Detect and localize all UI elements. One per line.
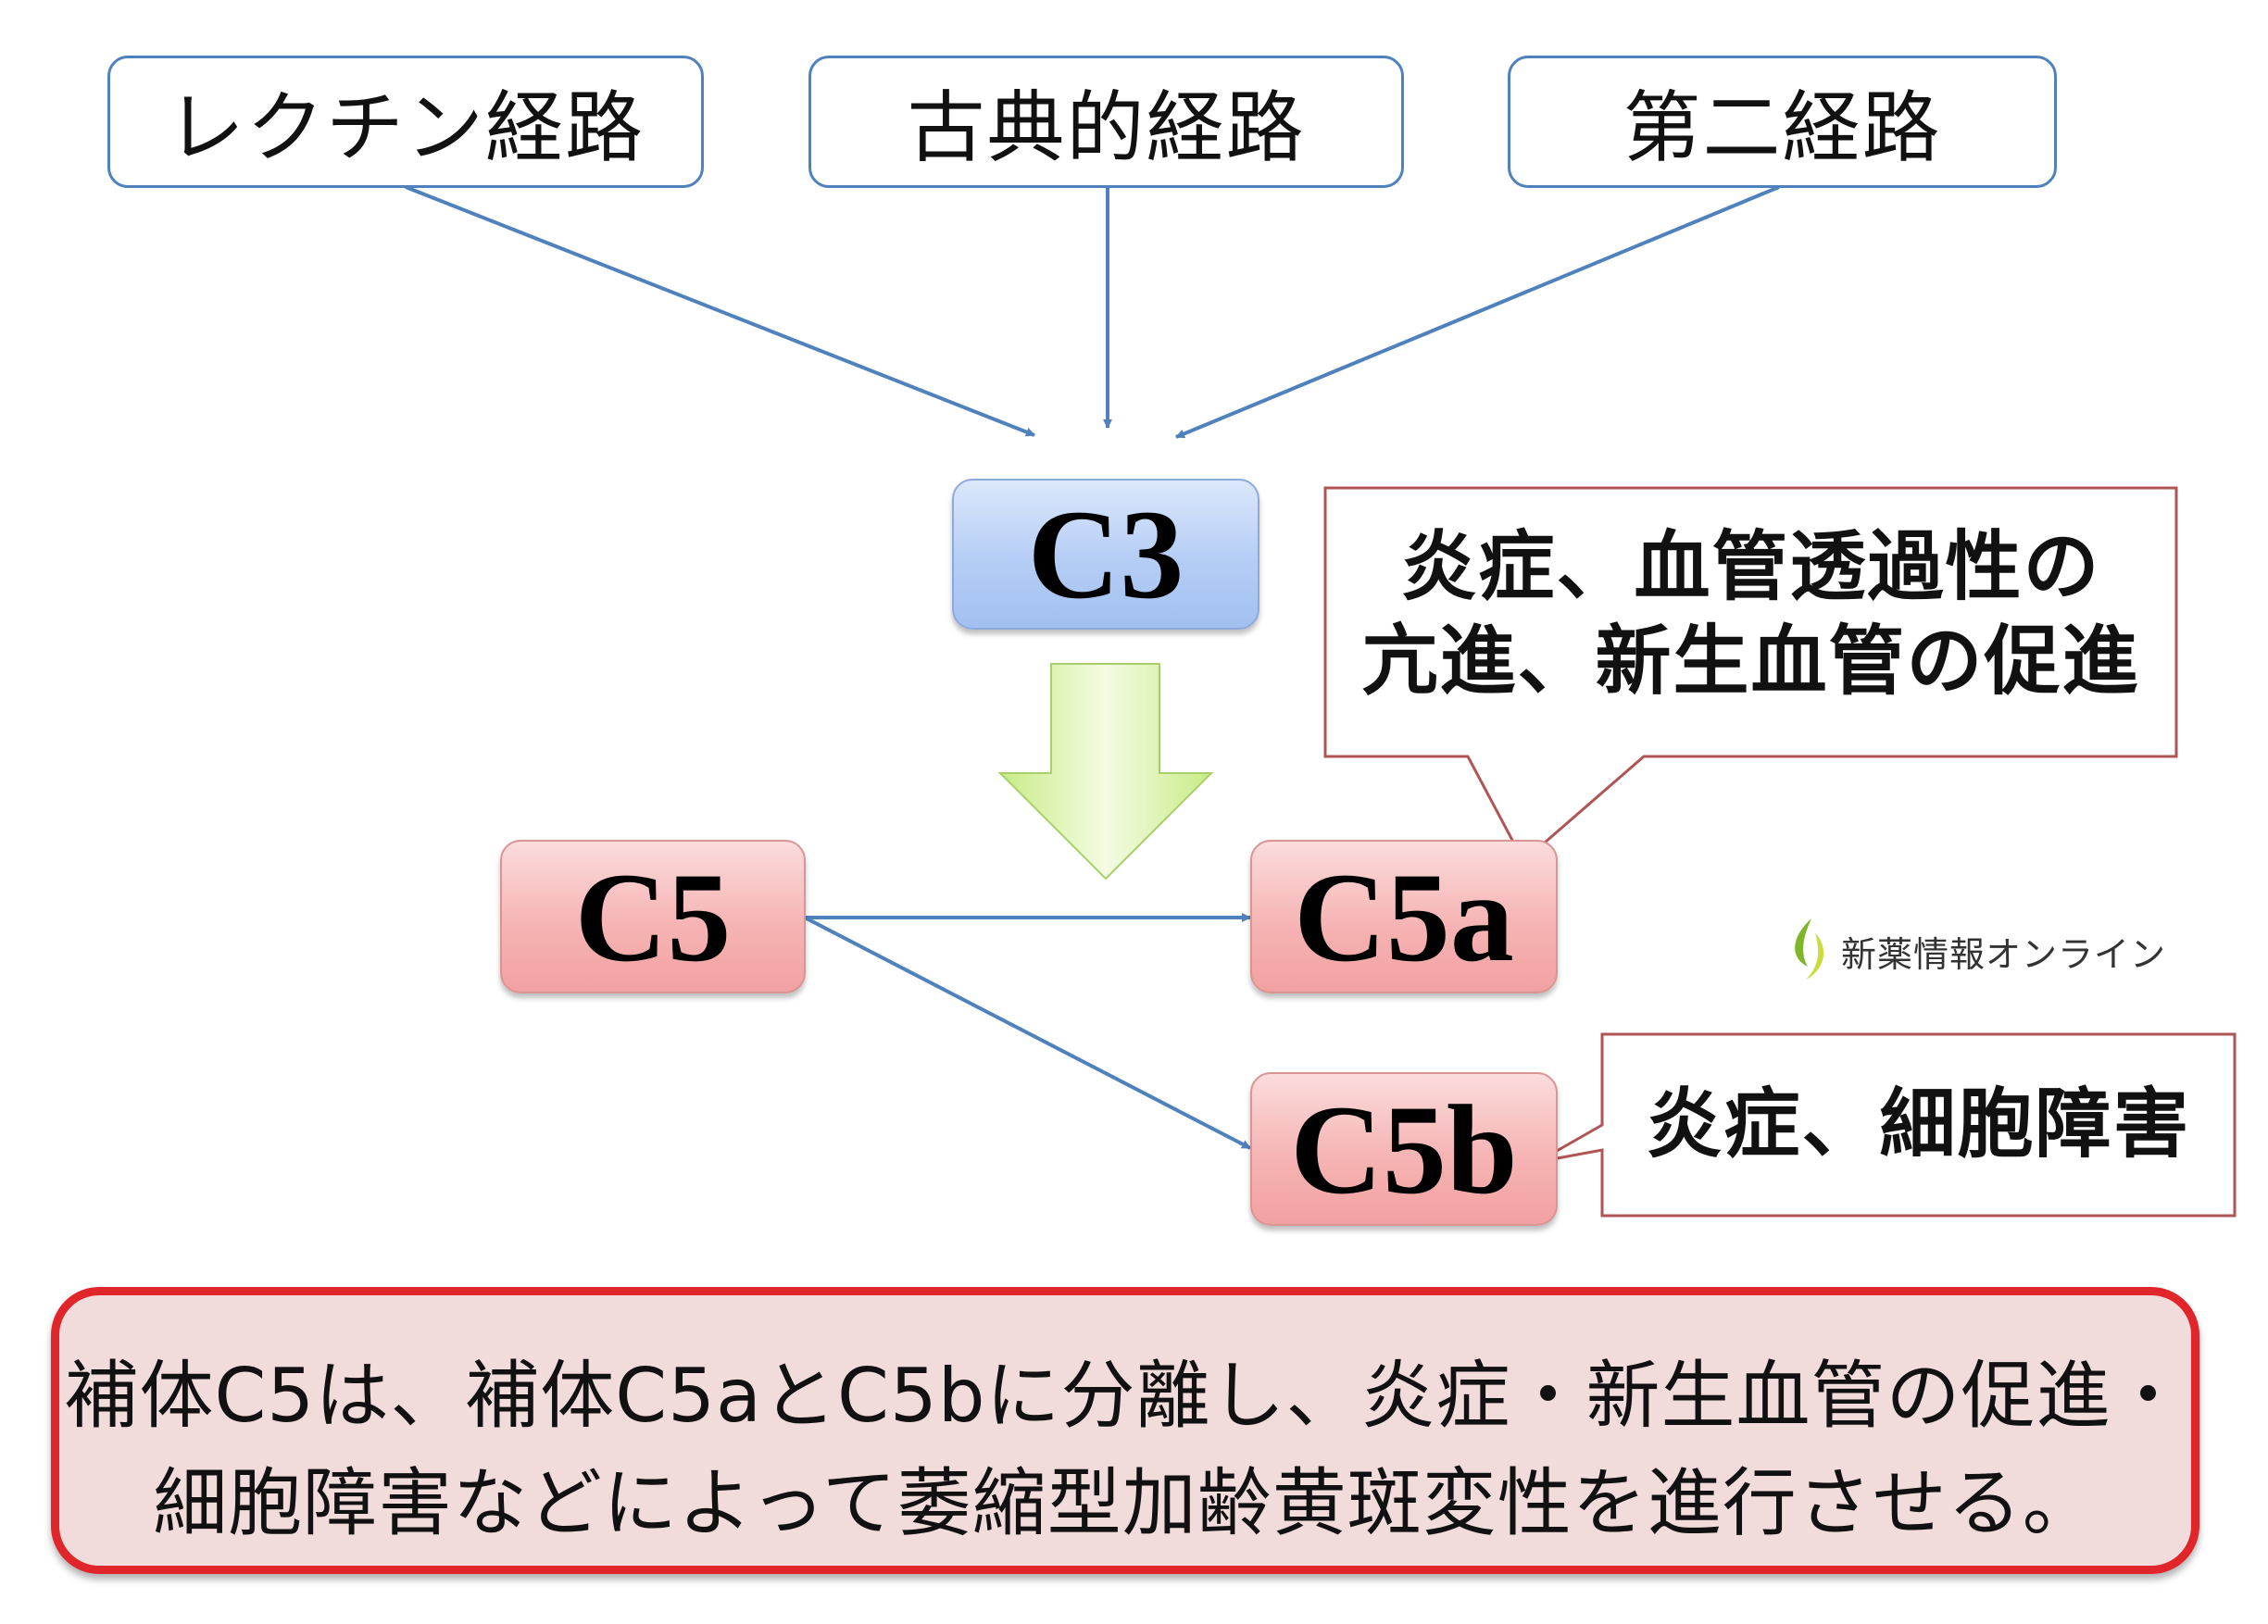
callout-c5b-line: 炎症、細胞障害 bbox=[1646, 1081, 2191, 1168]
node-c5a-label: C5a bbox=[1294, 845, 1514, 988]
arrow-c5-to-c5b bbox=[804, 916, 1251, 1150]
node-c5-label: C5 bbox=[574, 845, 732, 988]
node-c3: C3 bbox=[952, 479, 1259, 630]
summary-line-2: 細胞障害などによって萎縮型加齢黄斑変性を進行させる。 bbox=[153, 1460, 2098, 1546]
big-down-arrow bbox=[997, 663, 1214, 881]
callout-c5a: 炎症、血管透過性の 亢進、新生血管の促進 bbox=[1325, 520, 2176, 708]
node-c5a: C5a bbox=[1250, 840, 1558, 993]
node-c3-label: C3 bbox=[1027, 483, 1184, 625]
node-c5: C5 bbox=[500, 840, 806, 993]
arrow-lectin-to-c3 bbox=[405, 185, 1035, 437]
node-c5b-label: C5b bbox=[1290, 1078, 1518, 1220]
callout-c5a-shape bbox=[1323, 486, 2178, 864]
pathway-alternative-label: 第二経路 bbox=[1623, 82, 1942, 173]
pathway-classical: 古典的経路 bbox=[808, 56, 1404, 188]
leaf-icon bbox=[1795, 918, 1824, 980]
callout-c5b: 炎症、細胞障害 bbox=[1602, 1078, 2235, 1172]
callout-c5a-line-2: 亢進、新生血管の促進 bbox=[1361, 617, 2140, 706]
pathway-lectin-label: レクチン経路 bbox=[166, 82, 645, 173]
site-logo-text: 新薬情報オンライン bbox=[1841, 934, 2167, 975]
summary-line-1: 補体C5は、補体C5aとC5bに分離し、炎症・新生血管の促進・ bbox=[64, 1353, 2187, 1439]
pathway-classical-label: 古典的経路 bbox=[907, 82, 1306, 173]
arrow-alternative-to-c3 bbox=[1175, 185, 1780, 439]
pathway-lectin: レクチン経路 bbox=[107, 56, 704, 188]
callout-c5a-line-1: 炎症、血管透過性の bbox=[1400, 523, 2101, 611]
site-logo: 新薬情報オンライン bbox=[1787, 917, 2186, 981]
summary-box: 補体C5は、補体C5aとC5bに分離し、炎症・新生血管の促進・ 細胞障害などによ… bbox=[51, 1287, 2199, 1574]
pathway-alternative: 第二経路 bbox=[1508, 56, 2057, 188]
node-c5b: C5b bbox=[1250, 1072, 1558, 1226]
callout-c5b-shape bbox=[1536, 1032, 2237, 1218]
